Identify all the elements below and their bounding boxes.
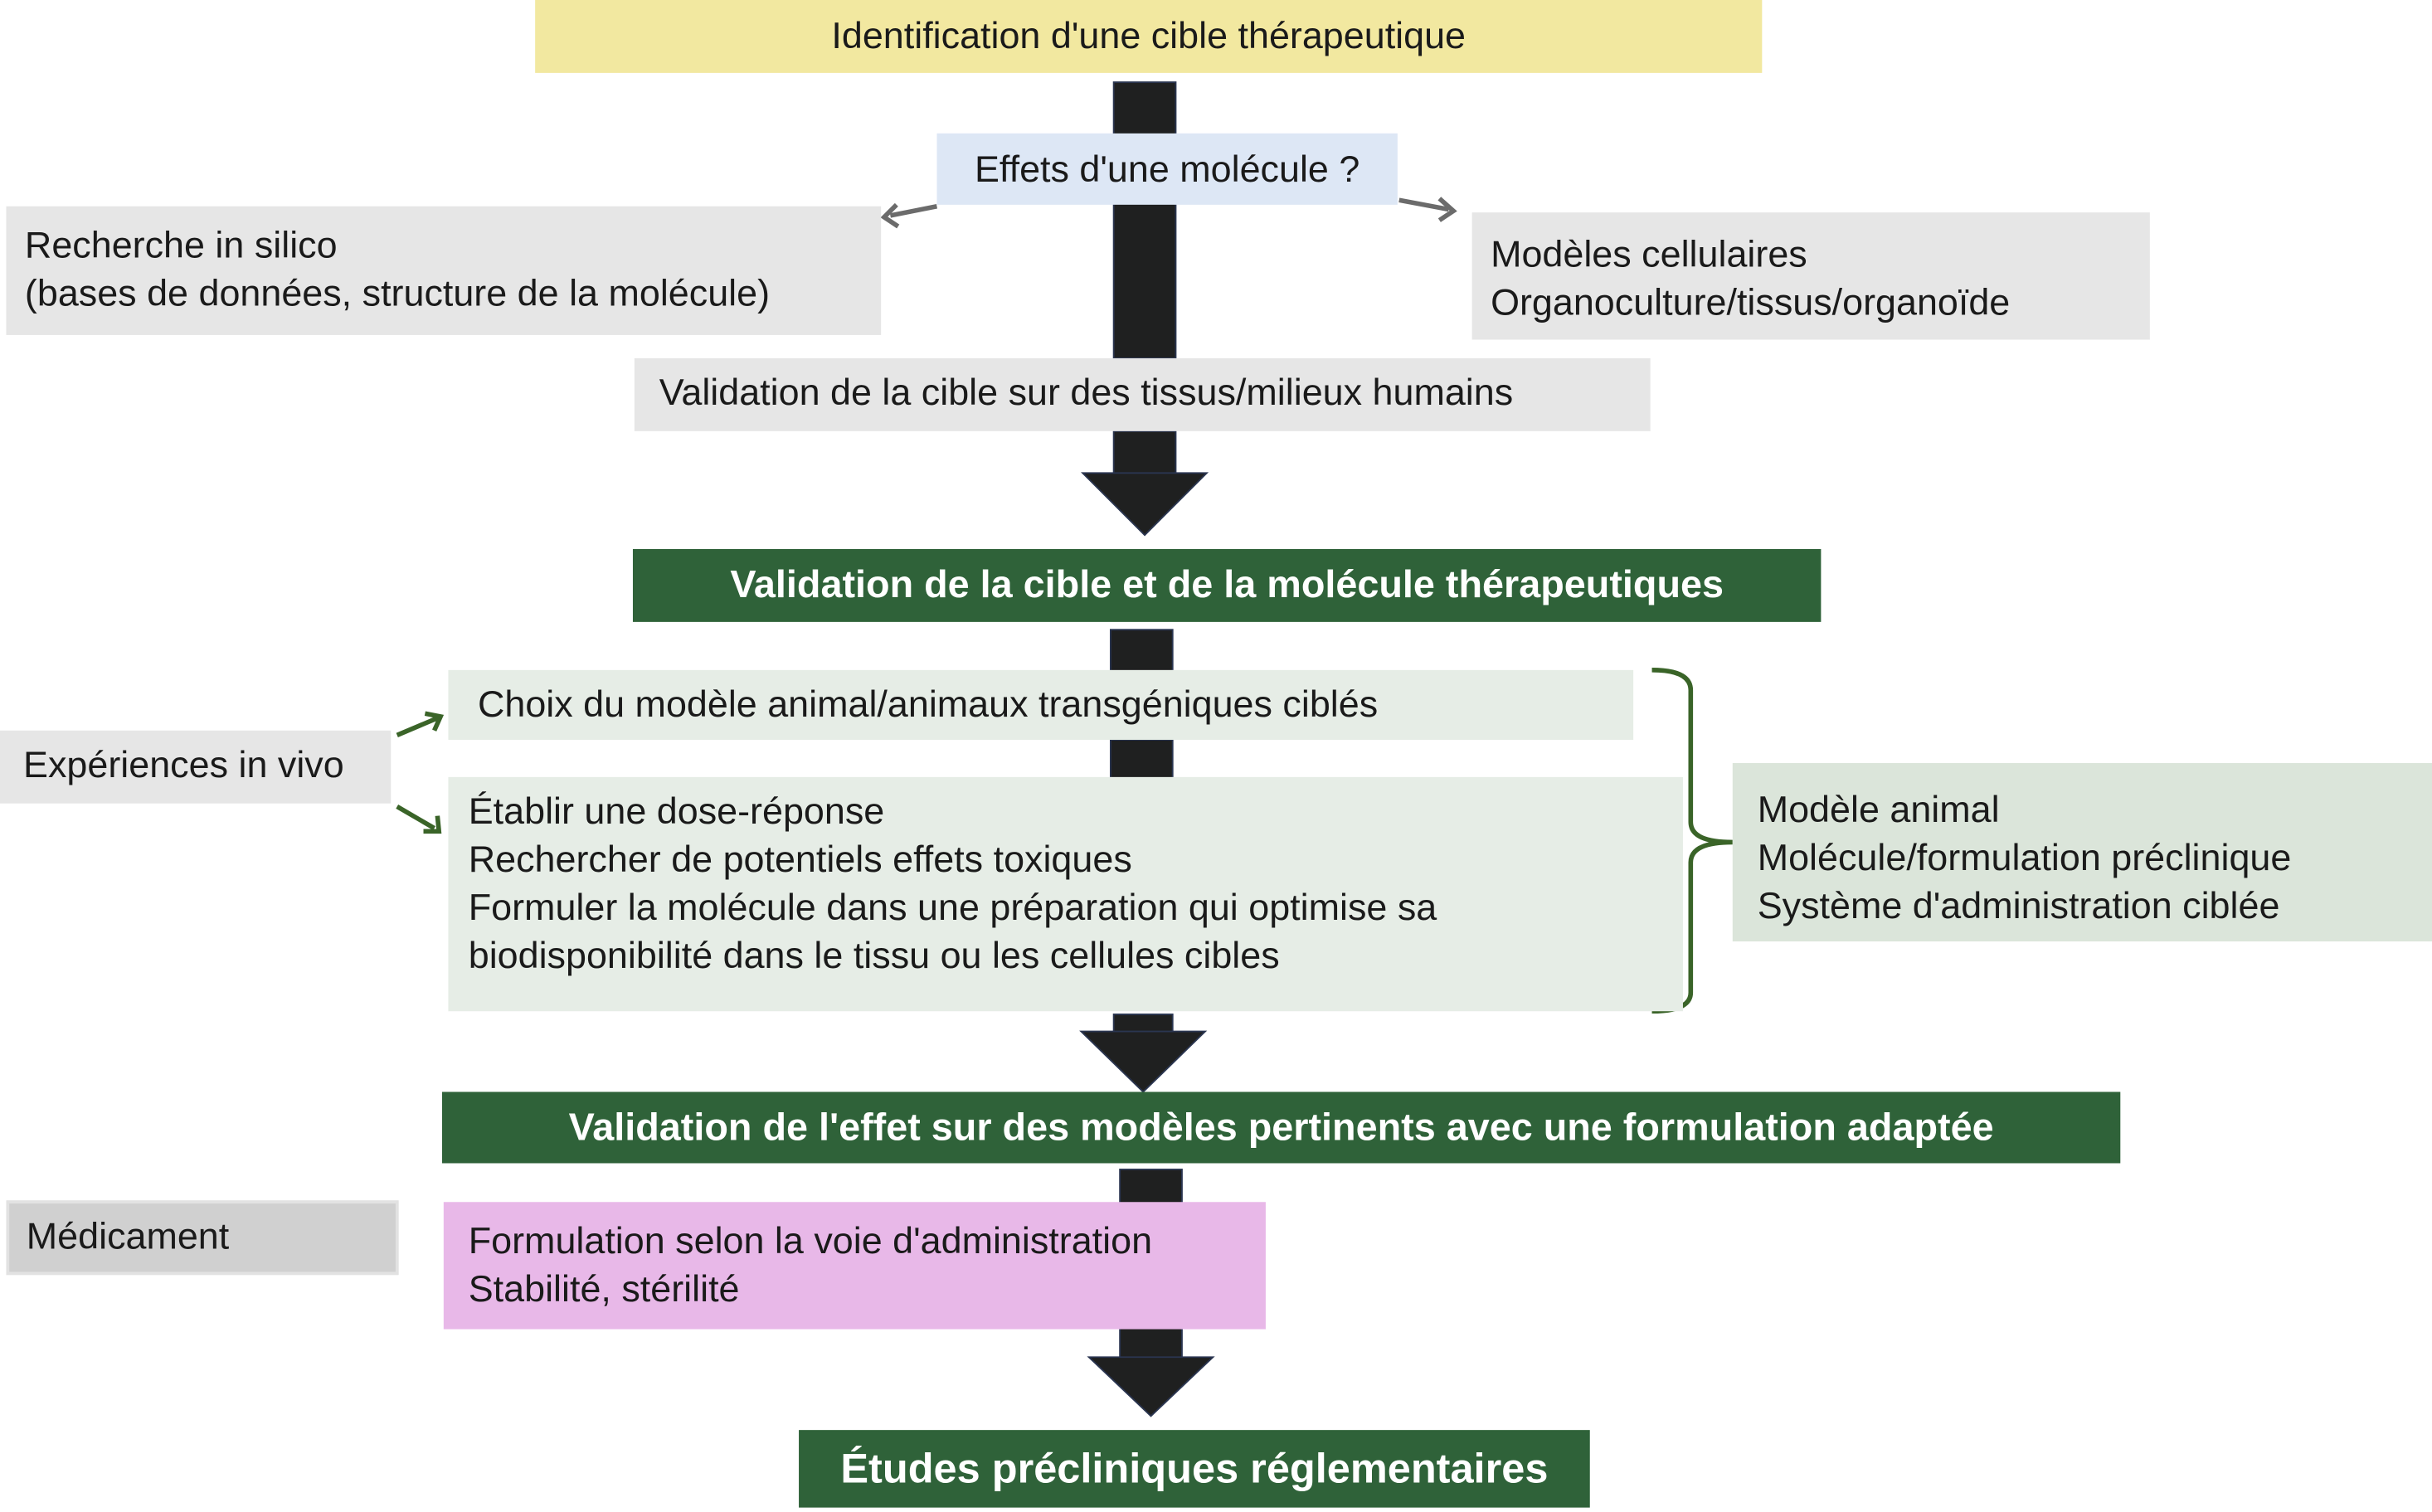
organoid-line: Organoculture/tissus/organoïde <box>1491 282 2011 324</box>
main-arrow-shaft <box>1119 1326 1183 1360</box>
main-arrow-shaft <box>1112 81 1177 359</box>
output-formulation: Molécule/formulation préclinique <box>1757 837 2292 880</box>
cell-models-line: Modèles cellulaires <box>1491 234 1807 276</box>
arrow-head <box>1087 1356 1215 1417</box>
outputs-box: Modèle animal Molécule/formulation précl… <box>1732 763 2432 942</box>
formulation-route: Formulation selon la voie d'administrati… <box>468 1220 1153 1263</box>
molecule-effects-box: Effets d'une molécule ? <box>936 133 1398 205</box>
main-arrow-shaft <box>1119 1169 1183 1205</box>
arrow-head <box>1079 1030 1208 1093</box>
medicament-box: Médicament <box>6 1200 399 1276</box>
stage-effect-validation: Validation de l'effet sur des modèles pe… <box>441 1091 2121 1164</box>
arrow-to-in-silico <box>889 203 938 218</box>
in-vivo-box: Expériences in vivo <box>0 730 392 804</box>
stability-sterility: Stabilité, stérilité <box>468 1268 740 1311</box>
output-animal-model: Modèle animal <box>1757 789 2000 832</box>
main-arrow-shaft <box>1109 629 1174 674</box>
output-delivery-system: Système d'administration ciblée <box>1757 885 2280 928</box>
arrow-head-icon <box>880 202 900 229</box>
in-silico-detail: (bases de données, structure de la moléc… <box>24 273 771 315</box>
main-arrow-shaft <box>1112 430 1177 476</box>
in-vivo-steps-box: Établir une dose-réponse Rechercher de p… <box>448 776 1683 1012</box>
in-silico-box: Recherche in silico (bases de données, s… <box>6 206 882 335</box>
curly-brace-icon <box>1651 668 1733 1014</box>
arrow-to-in-vivo-steps <box>396 804 436 831</box>
step-formulation: Formuler la molécule dans une préparatio… <box>468 887 1437 930</box>
stage-target-molecule-validation: Validation de la cible et de la molécule… <box>632 548 1822 622</box>
step-toxicity: Rechercher de potentiels effets toxiques <box>468 839 1132 882</box>
animal-model-choice-box: Choix du modèle animal/animaux transgéni… <box>448 669 1634 740</box>
in-silico-title: Recherche in silico <box>24 225 338 267</box>
human-validation-box: Validation de la cible sur des tissus/mi… <box>634 357 1651 431</box>
target-identification-box: Identification d'une cible thérapeutique <box>535 0 1763 73</box>
arrow-head-icon <box>423 815 442 834</box>
step-dose-response: Établir une dose-réponse <box>468 790 885 834</box>
arrow-to-cell-models <box>1398 197 1450 212</box>
arrow-head-icon <box>1437 197 1457 222</box>
arrow-to-animal-choice <box>396 716 439 737</box>
stage-preclinical-studies: Études précliniques réglementaires <box>799 1430 1590 1508</box>
main-arrow-shaft <box>1112 1014 1174 1034</box>
main-arrow-shaft <box>1109 739 1174 780</box>
formulation-box: Formulation selon la voie d'administrati… <box>443 1202 1266 1330</box>
arrow-head-icon <box>424 711 445 732</box>
arrow-head <box>1081 472 1209 537</box>
step-bioavailability: biodisponibilité dans le tissu ou les ce… <box>468 935 1280 978</box>
cell-models-box: Modèles cellulaires Organoculture/tissus… <box>1471 212 2150 340</box>
